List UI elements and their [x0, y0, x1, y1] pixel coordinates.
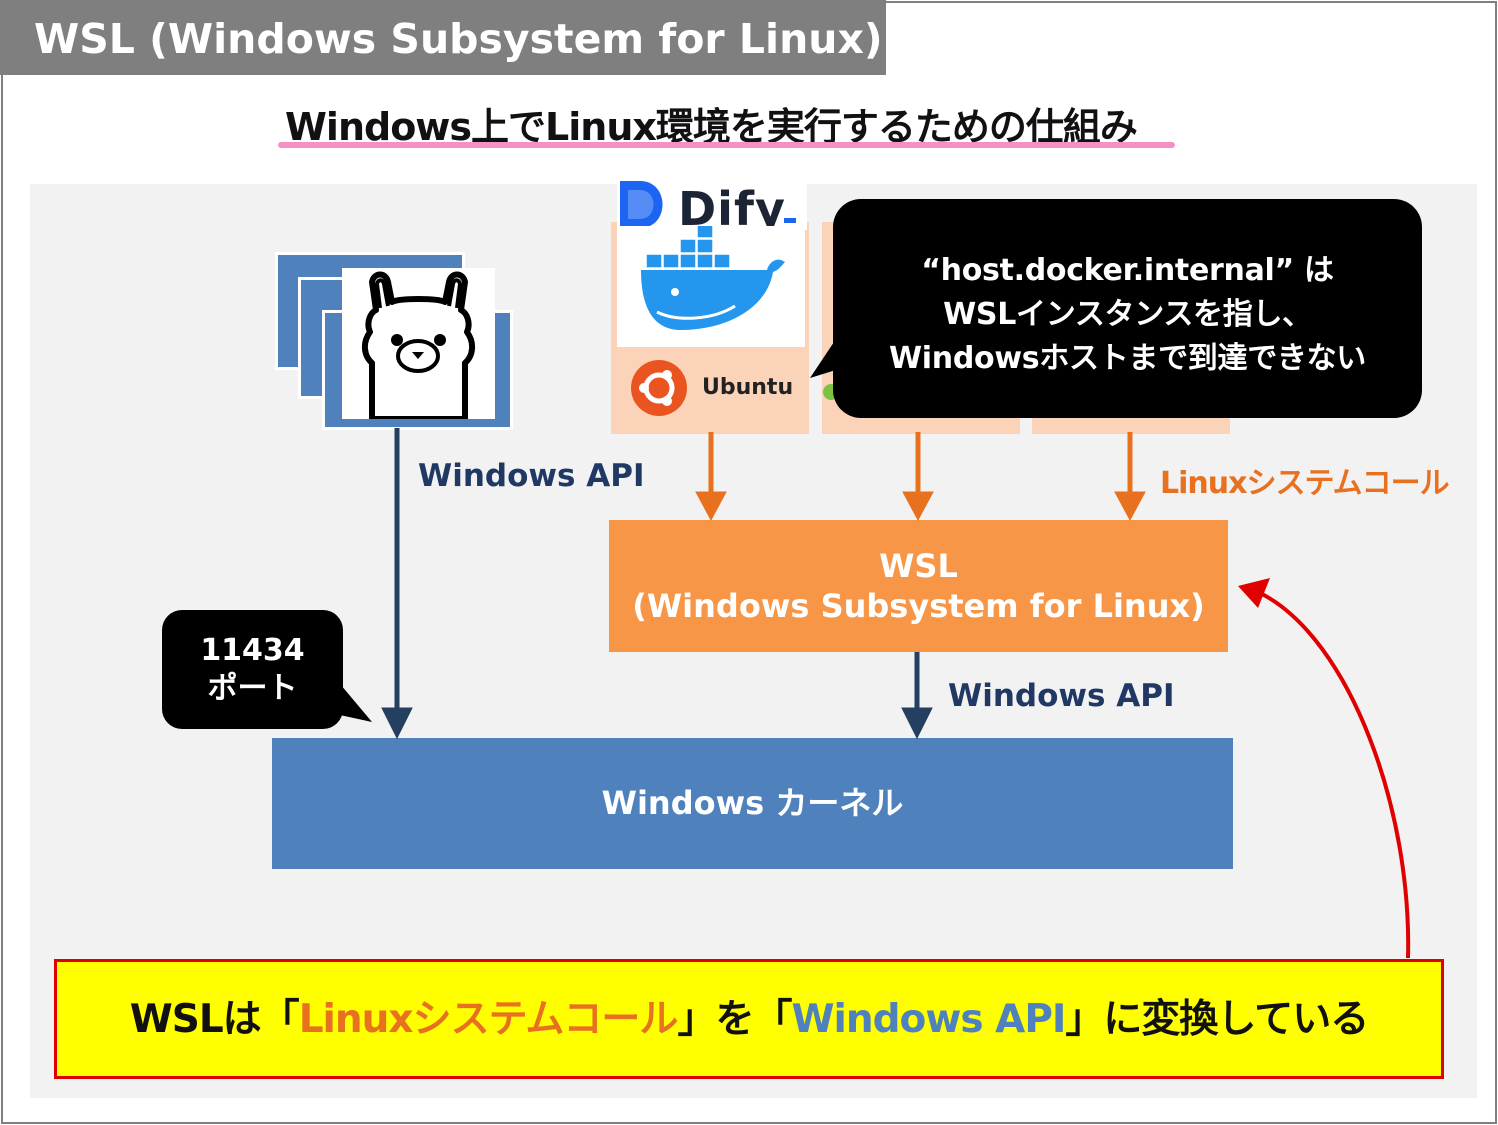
- port-number: 11434: [200, 633, 305, 668]
- wsl-box-title: WSL: [879, 547, 958, 585]
- windows-api-label-left: Windows API: [418, 458, 645, 494]
- port-label: ポート: [207, 671, 298, 706]
- port-callout: 11434 ポート: [162, 610, 343, 729]
- callout-line-2: WSLインスタンスを指し、: [943, 297, 1312, 332]
- windows-kernel-box: Windows カーネル: [272, 738, 1233, 869]
- note-part-1: WSLは「: [129, 997, 300, 1042]
- note-api-highlight: Windows API: [791, 997, 1066, 1042]
- page-title: WSL (Windows Subsystem for Linux): [0, 0, 886, 75]
- wsl-box-subtitle: (Windows Subsystem for Linux): [632, 587, 1205, 625]
- note-syscall-highlight: Linuxシステムコール: [298, 997, 679, 1042]
- windows-api-label-right: Windows API: [948, 678, 1175, 714]
- callout-line-1: “host.docker.internal” は: [921, 253, 1334, 288]
- note-part-5: 」に変換している: [1065, 997, 1369, 1042]
- ubuntu-label: Ubuntu: [702, 375, 794, 400]
- host-docker-internal-callout: “host.docker.internal” は WSLインスタンスを指し、 W…: [833, 199, 1422, 418]
- callout-line-3: Windowsホストまで到達できない: [889, 341, 1366, 376]
- subtitle-underline: [278, 142, 1175, 148]
- wsl-box: WSL (Windows Subsystem for Linux): [609, 520, 1228, 652]
- ollama-llama-icon: [342, 268, 495, 422]
- linux-syscall-label: Linuxシステムコール: [1160, 466, 1450, 501]
- conversion-note: WSLは「Linuxシステムコール」を「Windows API」に変換している: [54, 959, 1444, 1079]
- docker-icon: [617, 223, 805, 347]
- note-part-3: 」を「: [677, 997, 792, 1042]
- diagram-subtitle: Windows上でLinux環境を実行するための仕組み: [285, 105, 1138, 149]
